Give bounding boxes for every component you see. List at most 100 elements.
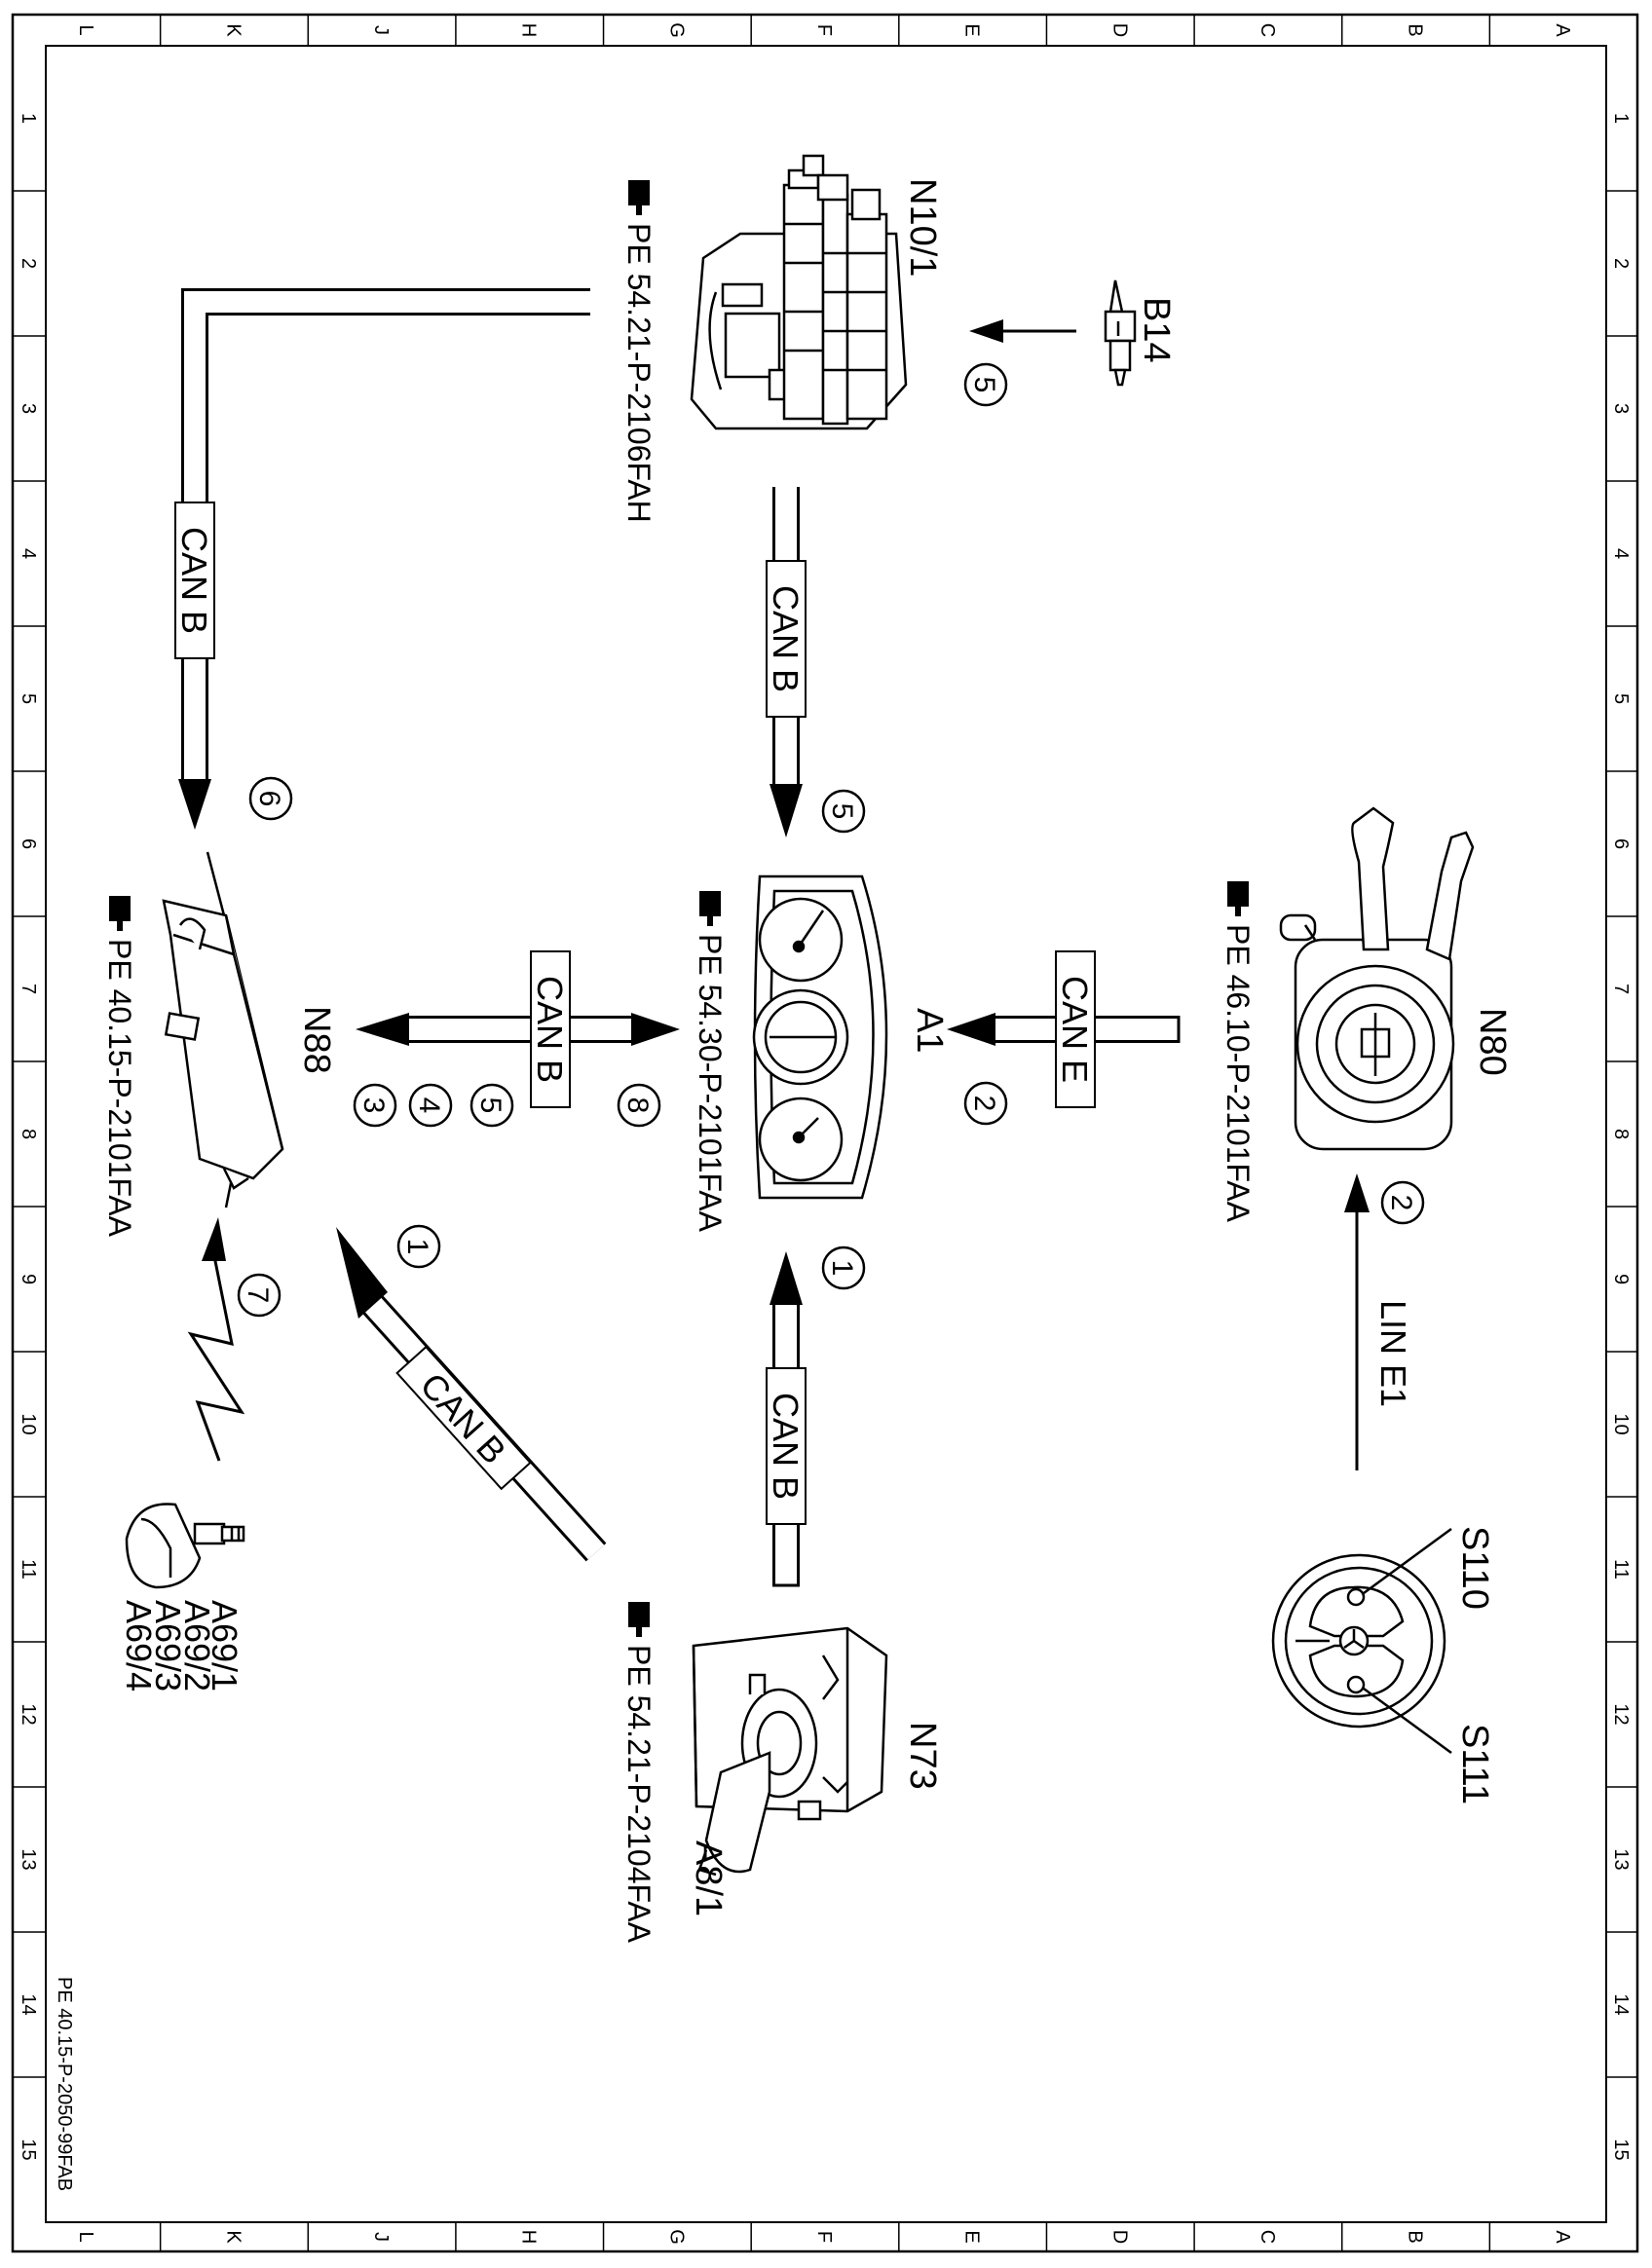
frame-column-letter: F xyxy=(813,2231,835,2243)
frame-row-number: 2 xyxy=(1610,258,1632,269)
frame-column-letter: L xyxy=(75,24,96,35)
wire-a1-n88 xyxy=(356,1013,680,1046)
step-marker-b14-to-n10: 5 xyxy=(963,362,1008,407)
frame-row-number: 13 xyxy=(18,1848,39,1870)
label-a69-4: A69/4 xyxy=(119,1600,159,1692)
frame-row-number: 11 xyxy=(18,1559,39,1580)
step-marker-n10-to-n88: 6 xyxy=(248,776,293,821)
frame-row-number: 12 xyxy=(1610,1703,1632,1725)
frame-row-number: 2 xyxy=(18,258,39,269)
frame-column-letter: H xyxy=(518,23,540,37)
arrow-to-n88-diagonal xyxy=(336,1227,388,1319)
frame-column-letter: E xyxy=(961,23,983,36)
drawing-frame xyxy=(11,13,1639,2253)
frame-column-letter: K xyxy=(222,2230,244,2244)
frame-row-number: 6 xyxy=(1610,838,1632,849)
frame-row-number: 7 xyxy=(1610,984,1632,994)
label-n88: N88 xyxy=(296,1006,337,1074)
wire-n73-to-n88 xyxy=(336,1227,607,1562)
label-b14: B14 xyxy=(1136,297,1177,363)
bus-label-can-b-diagonal: CAN B xyxy=(395,1345,532,1491)
label-n80: N80 xyxy=(1472,1008,1513,1076)
arrow-to-n88-top xyxy=(178,779,211,830)
frame-row-number: 15 xyxy=(1610,2138,1632,2160)
frame-grid-ticks xyxy=(13,15,1637,2251)
arrow-to-a1-left xyxy=(631,1013,680,1046)
frame-row-number: 5 xyxy=(18,693,39,704)
label-a1: A1 xyxy=(909,1008,950,1053)
label-a8-1: A8/1 xyxy=(688,1840,729,1916)
frame-column-letter: B xyxy=(1405,23,1426,36)
step-marker-a1-n88-a: 8 xyxy=(617,1083,661,1128)
svg-text:1: 1 xyxy=(401,1239,433,1255)
arrow-to-a1-top xyxy=(770,784,803,837)
svg-text:5: 5 xyxy=(826,803,858,820)
frame-row-number: 5 xyxy=(1610,693,1632,704)
svg-text:4: 4 xyxy=(413,1097,445,1114)
svg-text:CAN B: CAN B xyxy=(174,527,214,634)
svg-text:5: 5 xyxy=(474,1097,507,1114)
frame-row-number: 7 xyxy=(18,984,39,994)
pointing-hand-icon xyxy=(109,896,131,931)
bus-label-can-e: CAN E xyxy=(1055,950,1096,1108)
label-a69-1: A69/1 xyxy=(205,1600,244,1692)
frame-column-letter: J xyxy=(370,2232,392,2242)
svg-text:N80: N80 xyxy=(1472,1008,1513,1076)
label-a69-group: A69/1 A69/2 A69/3 A69/4 xyxy=(119,1600,244,1692)
svg-text:1: 1 xyxy=(826,1260,858,1277)
reference-n80: PE 46.10-P-2101FAA xyxy=(1220,881,1256,1223)
b14-sensor-drawing xyxy=(1104,279,1137,387)
bus-label-can-b-top: CAN B xyxy=(766,560,807,718)
frame-column-letter: H xyxy=(518,2230,540,2244)
svg-text:PE 54.30-P-2101FAA: PE 54.30-P-2101FAA xyxy=(693,934,728,1233)
svg-text:PE 40.15-P-2101FAA: PE 40.15-P-2101FAA xyxy=(102,939,137,1238)
frame-column-letter: C xyxy=(1257,2230,1278,2244)
frame-row-number: 11 xyxy=(1610,1559,1632,1580)
svg-text:5: 5 xyxy=(968,377,1000,393)
n10-1-module-drawing xyxy=(690,154,908,430)
svg-text:8: 8 xyxy=(621,1097,654,1114)
arrow-to-a1-bottom xyxy=(770,1251,803,1305)
step-marker-a1-n88-b: 5 xyxy=(469,1083,514,1128)
frame-column-letter: B xyxy=(1405,2230,1426,2243)
pointing-hand-icon xyxy=(1227,881,1249,916)
frame-row-number: 4 xyxy=(1610,548,1632,559)
svg-text:S111: S111 xyxy=(1454,1724,1495,1804)
step-marker-n10-to-a1: 5 xyxy=(821,789,866,834)
frame-column-letter: D xyxy=(1108,2230,1130,2244)
frame-column-letter: E xyxy=(961,2230,983,2243)
frame-column-letter: A xyxy=(1552,23,1573,37)
frame-row-number: 15 xyxy=(18,2138,39,2160)
label-a69-2: A69/2 xyxy=(177,1600,217,1692)
step-marker-a1-n88-c: 4 xyxy=(408,1083,453,1128)
step-marker-n73-to-a1: 1 xyxy=(821,1246,866,1290)
label-s110: S110 xyxy=(1454,1526,1495,1610)
frame-column-letter: C xyxy=(1257,23,1278,37)
n73-ignition-switch-drawing xyxy=(692,1626,888,1877)
svg-text:CAN B: CAN B xyxy=(530,976,570,1083)
frame-column-letter: G xyxy=(665,2229,687,2245)
label-n73: N73 xyxy=(902,1722,943,1790)
drawing-number: PE 40.15-P-2050-99FAB xyxy=(54,1977,75,2191)
pointing-hand-icon xyxy=(699,891,721,926)
frame-row-number: 13 xyxy=(1610,1848,1632,1870)
reference-n73: PE 54.21-P-2104FAA xyxy=(621,1602,657,1944)
frame-column-letter: D xyxy=(1108,23,1130,37)
reference-n10-1: PE 54.21-P-2106FAH xyxy=(621,180,657,523)
svg-text:PE 54.21-P-2106FAH: PE 54.21-P-2106FAH xyxy=(621,223,657,523)
svg-text:7: 7 xyxy=(242,1287,274,1304)
bus-label-can-b-middle: CAN B xyxy=(530,950,571,1108)
pointing-hand-icon xyxy=(628,180,650,215)
frame-column-letter: A xyxy=(1552,2230,1573,2244)
svg-text:CAN B: CAN B xyxy=(766,1393,806,1500)
frame-column-letter: J xyxy=(370,25,392,35)
reference-a1: PE 54.30-P-2101FAA xyxy=(693,891,728,1233)
svg-text:N10/1: N10/1 xyxy=(902,178,943,277)
svg-text:B14: B14 xyxy=(1136,297,1177,363)
frame-row-number: 6 xyxy=(18,838,39,849)
bus-label-can-b-left: CAN B xyxy=(174,502,215,659)
a69-tire-pressure-sensor-drawing xyxy=(125,1503,245,1589)
frame-row-number: 10 xyxy=(18,1413,39,1434)
wire-b14-to-n10 xyxy=(969,319,1076,343)
